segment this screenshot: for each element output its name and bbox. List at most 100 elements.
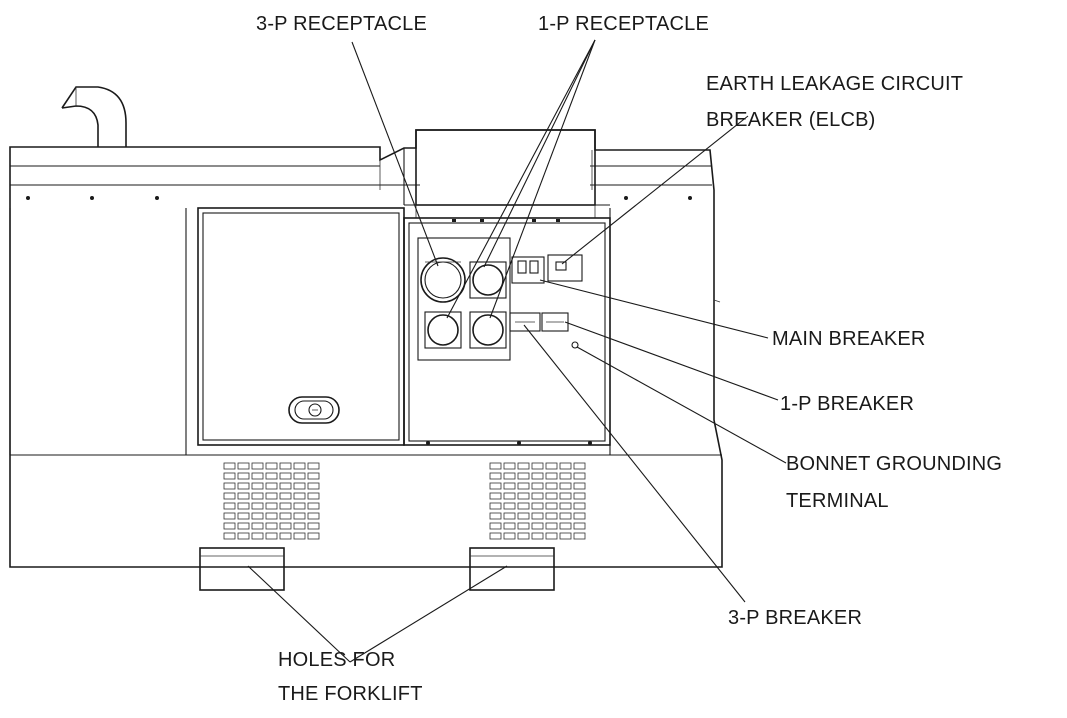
louvre-slot (531, 472, 544, 480)
louvre-slot (251, 532, 264, 540)
louvre-slot (545, 512, 558, 520)
louvre-slot (223, 482, 236, 490)
louvre-slot (265, 522, 278, 530)
bonnet-grounding-terminal (571, 341, 579, 349)
louvre-slot (279, 532, 292, 540)
louvre-slot (503, 482, 516, 490)
louvre-slot (237, 522, 250, 530)
louvre-slot (545, 522, 558, 530)
elcb-label-line1: EARTH LEAKAGE CIRCUIT (706, 73, 964, 95)
louvre-slot (559, 492, 572, 500)
louvre-slot (545, 462, 558, 470)
louvre-slot (489, 522, 502, 530)
louvre-slot (279, 512, 292, 520)
louvre-slot (531, 462, 544, 470)
louvre-slot (531, 532, 544, 540)
louvre-slot (489, 512, 502, 520)
louvre-slot (307, 472, 320, 480)
main-breaker-label: MAIN BREAKER (772, 328, 926, 350)
one-p-receptacle-label: 1-P RECEPTACLE (538, 13, 710, 35)
louvre-slot (503, 462, 516, 470)
three-p-receptacle (420, 257, 466, 303)
right-vent-louvres (489, 462, 586, 540)
louvre-slot (251, 482, 264, 490)
generator-housing (9, 129, 723, 568)
louvre-slot (573, 522, 586, 530)
louvre-slot (279, 522, 292, 530)
louvre-slot (307, 522, 320, 530)
louvre-slot (265, 532, 278, 540)
leader-lines (247, 39, 787, 663)
one-p-receptacle-3 (469, 311, 507, 349)
louvre-slot (503, 512, 516, 520)
louvre-slot (573, 492, 586, 500)
louvre-slot (223, 502, 236, 510)
louvre-slot (293, 532, 306, 540)
louvre-slot (293, 472, 306, 480)
louvre-slot (293, 492, 306, 500)
louvre-slot (489, 472, 502, 480)
forklift-holes (199, 547, 555, 591)
louvre-slot (279, 502, 292, 510)
elcb (547, 254, 583, 282)
louvre-slot (251, 462, 264, 470)
louvre-slot (279, 472, 292, 480)
louvre-slot (265, 472, 278, 480)
louvre-slot (573, 482, 586, 490)
louvre-slot (307, 512, 320, 520)
louvre-slot (293, 512, 306, 520)
louvre-slot (265, 462, 278, 470)
control-panel (403, 217, 611, 446)
louvre-slot (307, 492, 320, 500)
louvre-slot (223, 532, 236, 540)
louvre-slot (559, 532, 572, 540)
louvre-slot (559, 472, 572, 480)
louvre-slot (293, 502, 306, 510)
louvre-slot (531, 492, 544, 500)
louvre-slot (293, 482, 306, 490)
louvre-slot (517, 472, 530, 480)
louvre-slot (307, 482, 320, 490)
louvre-slot (531, 482, 544, 490)
louvre-slot (545, 472, 558, 480)
louvre-slot (489, 462, 502, 470)
main-breaker (511, 256, 545, 284)
louvre-slot (559, 502, 572, 510)
louvre-slot (251, 502, 264, 510)
louvre-slot (307, 502, 320, 510)
louvre-slot (251, 522, 264, 530)
one-p-receptacle-2 (424, 311, 462, 349)
louvre-slot (559, 482, 572, 490)
louvre-slot (517, 482, 530, 490)
louvre-slot (489, 532, 502, 540)
louvre-slot (503, 472, 516, 480)
louvre-slot (531, 502, 544, 510)
one-p-receptacle-1 (469, 261, 507, 299)
louvre-slot (237, 512, 250, 520)
louvre-slot (223, 492, 236, 500)
louvre-slot (531, 512, 544, 520)
louvre-slot (573, 462, 586, 470)
louvre-slot (265, 482, 278, 490)
louvre-slot (489, 482, 502, 490)
louvre-slot (223, 462, 236, 470)
louvre-slot (279, 462, 292, 470)
louvre-slot (517, 522, 530, 530)
louvre-slot (559, 512, 572, 520)
louvre-slot (265, 492, 278, 500)
louvre-slot (559, 462, 572, 470)
three-p-breaker (509, 312, 541, 332)
exhaust-pipe (61, 86, 127, 147)
louvre-slot (237, 482, 250, 490)
one-p-breaker (541, 312, 569, 332)
louvre-slot (237, 472, 250, 480)
louvre-slot (517, 492, 530, 500)
louvre-slot (489, 502, 502, 510)
three-p-breaker-label: 3-P BREAKER (728, 607, 863, 629)
forklift-label-line1: HOLES FOR (278, 649, 396, 671)
louvre-slot (237, 462, 250, 470)
louvre-slot (503, 522, 516, 530)
louvre-slot (531, 522, 544, 530)
louvre-slot (279, 482, 292, 490)
